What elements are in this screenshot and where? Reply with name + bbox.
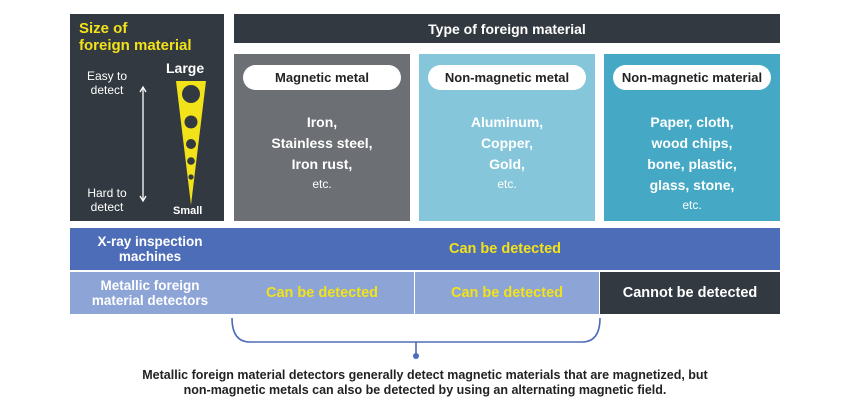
magnetic-metal-column: Magnetic metal Iron, Stainless steel, Ir… xyxy=(234,54,410,221)
large-label: Large xyxy=(166,60,205,76)
footnote-line1: Metallic foreign material detectors gene… xyxy=(142,368,708,382)
metal-label-line1: Metallic foreign xyxy=(100,278,200,293)
metal-detector-label: Metallic foreign material detectors xyxy=(70,272,230,314)
footnote: Metallic foreign material detectors gene… xyxy=(60,368,790,398)
example-item: glass, stone, xyxy=(649,177,735,193)
magnetic-metal-heading: Magnetic metal xyxy=(243,65,401,90)
bracket-connector xyxy=(231,317,601,359)
example-item: Paper, cloth, xyxy=(650,114,734,130)
xray-result-cell: Can be detected xyxy=(230,228,780,270)
size-title-line2: foreign material xyxy=(79,37,192,54)
size-panel: Size of foreign material Easy to detect … xyxy=(70,14,224,221)
easy-line2: detect xyxy=(90,83,124,97)
non-magnetic-metal-examples: Aluminum, Copper, Gold, etc. xyxy=(419,112,595,194)
example-item: Iron rust, xyxy=(291,156,353,172)
example-item: wood chips, xyxy=(651,135,733,151)
metal-result-non-magnetic-metal: Can be detected xyxy=(415,272,599,314)
double-arrow-icon xyxy=(139,85,147,203)
type-of-foreign-material-header: Type of foreign material xyxy=(234,14,780,43)
non-magnetic-material-column: Non-magnetic material Paper, cloth, wood… xyxy=(604,54,780,221)
non-magnetic-material-heading: Non-magnetic material xyxy=(613,65,771,90)
example-item: Stainless steel, xyxy=(271,135,373,151)
metal-result-magnetic: Can be detected xyxy=(230,272,414,314)
metal-label-line2: material detectors xyxy=(91,293,209,308)
xray-label-line2: machines xyxy=(118,249,182,264)
example-etc: etc. xyxy=(497,177,517,191)
metal-result-non-magnetic-material: Cannot be detected xyxy=(600,272,780,314)
magnetic-metal-examples: Iron, Stainless steel, Iron rust, etc. xyxy=(234,112,410,194)
non-magnetic-metal-column: Non-magnetic metal Aluminum, Copper, Gol… xyxy=(419,54,595,221)
size-wedge-icon xyxy=(176,81,206,205)
example-item: Gold, xyxy=(489,156,525,172)
footnote-line2: non-magnetic metals can also be detected… xyxy=(183,383,667,397)
example-item: Iron, xyxy=(306,114,338,130)
hard-to-detect-label: Hard to detect xyxy=(77,186,137,214)
hard-line2: detect xyxy=(90,200,124,214)
non-magnetic-metal-heading: Non-magnetic metal xyxy=(428,65,586,90)
hard-line1: Hard to xyxy=(87,186,127,200)
example-etc: etc. xyxy=(312,177,332,191)
size-title: Size of foreign material xyxy=(79,20,192,54)
small-label: Small xyxy=(173,205,203,217)
example-etc: etc. xyxy=(682,198,702,212)
size-title-line1: Size of xyxy=(79,20,128,37)
xray-inspection-label: X-ray inspection machines xyxy=(70,228,230,270)
easy-line1: Easy to xyxy=(86,69,128,83)
xray-label-line1: X-ray inspection xyxy=(97,234,203,249)
example-item: bone, plastic, xyxy=(647,156,737,172)
example-item: Aluminum, xyxy=(470,114,544,130)
easy-to-detect-label: Easy to detect xyxy=(77,69,137,97)
example-item: Copper, xyxy=(480,135,534,151)
non-magnetic-material-examples: Paper, cloth, wood chips, bone, plastic,… xyxy=(604,112,780,215)
